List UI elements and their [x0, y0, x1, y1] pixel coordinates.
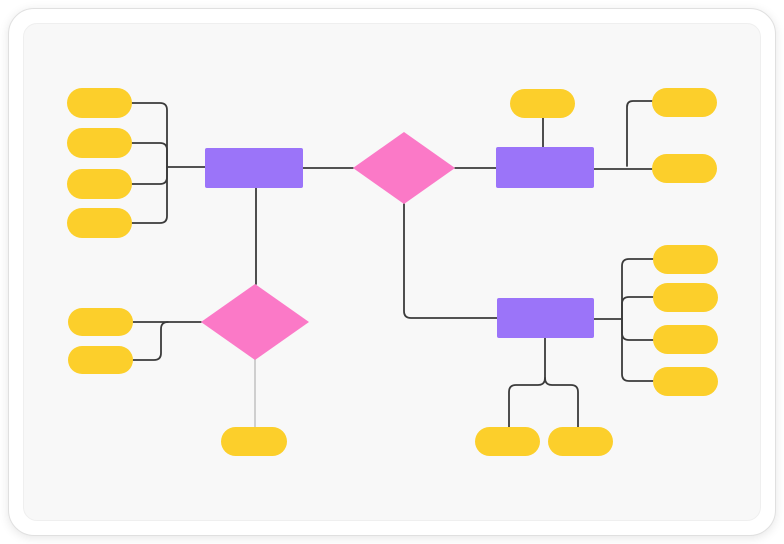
diamond-bottom-left-node[interactable]	[201, 284, 309, 360]
lowerleft2-to-join-connector[interactable]	[132, 321, 169, 361]
pill-lower-left-1-node[interactable]	[68, 308, 133, 336]
pill-bottom-1-node[interactable]	[475, 427, 540, 456]
left4-to-bracket-connector[interactable]	[131, 166, 168, 224]
rect3-to-rightcol2-connector[interactable]	[621, 296, 654, 320]
pill-right-col-3-node[interactable]	[653, 325, 718, 354]
rect-top-left-node[interactable]	[205, 148, 303, 188]
pill-bottom-2-node[interactable]	[548, 427, 613, 456]
pill-below-diamond-node[interactable]	[221, 427, 287, 456]
board-card	[8, 8, 776, 536]
pill-left-4-node[interactable]	[67, 208, 132, 238]
left3-to-bracket-connector[interactable]	[131, 166, 168, 185]
pill-left-3-node[interactable]	[67, 169, 132, 199]
pill-right-col-4-node[interactable]	[653, 367, 718, 396]
rect3-to-rightcol1-connector[interactable]	[621, 258, 654, 320]
pill-right-top-2-node[interactable]	[652, 154, 717, 183]
pill-right-top-1-node[interactable]	[652, 88, 717, 117]
diamond-top-node[interactable]	[353, 132, 455, 204]
left2-to-bracket-connector[interactable]	[131, 142, 168, 168]
pill-lower-left-2-node[interactable]	[68, 346, 133, 374]
pill-top-middle-node[interactable]	[510, 89, 575, 118]
rect2-to-righttop1-connector[interactable]	[626, 100, 653, 167]
pill-right-col-2-node[interactable]	[653, 283, 718, 312]
rect-top-right-node[interactable]	[496, 147, 594, 188]
rect3-to-rightcol3-connector[interactable]	[621, 318, 654, 341]
diagram-canvas[interactable]	[23, 23, 761, 521]
rect3-to-bottom2-connector[interactable]	[544, 377, 579, 428]
pill-left-2-node[interactable]	[67, 128, 132, 158]
rect3-to-bottom1-connector[interactable]	[508, 377, 546, 428]
rect3-to-rightcol4-connector[interactable]	[621, 318, 654, 382]
rect-bottom-right-node[interactable]	[497, 298, 594, 338]
left1-to-bracket-connector[interactable]	[131, 102, 168, 168]
pill-left-1-node[interactable]	[67, 88, 132, 118]
diamond1-to-rect3-connector[interactable]	[403, 203, 498, 319]
pill-right-col-1-node[interactable]	[653, 245, 718, 274]
